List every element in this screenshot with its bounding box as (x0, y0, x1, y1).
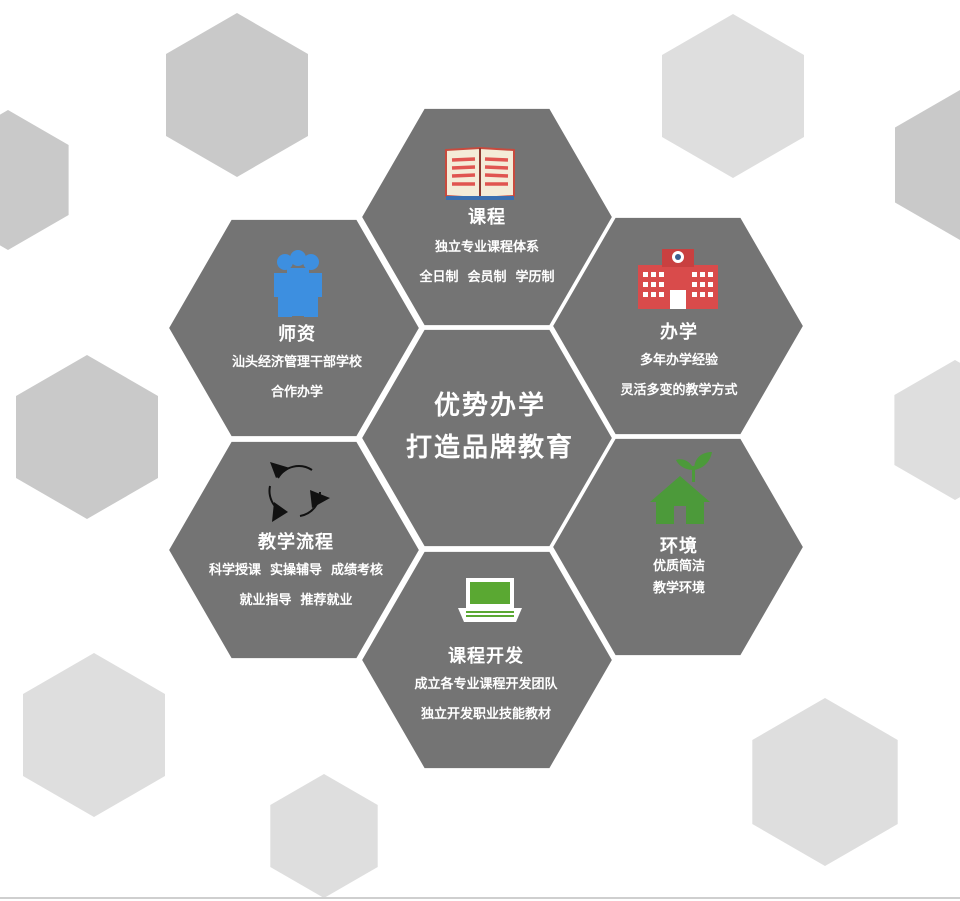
people-icon (274, 250, 322, 317)
school-building-icon (638, 249, 718, 309)
background-hexagons (0, 13, 960, 898)
hex-environment: 环境 优质简洁 教学环境 (653, 532, 705, 600)
hex-title: 教学流程 (257, 532, 334, 553)
hex-curriculum: 课程 独立专业课程体系 全日制 会员制 学历制 (419, 203, 554, 293)
bg-hexagon (166, 13, 308, 177)
hexagon-process (166, 439, 422, 661)
hex-line: 成立各专业课程开发团队 (414, 677, 558, 692)
hex-teachers: 师资 汕头经济管理干部学校 合作办学 (232, 320, 362, 408)
hexagon-development (359, 549, 615, 771)
hex-line: 独立开发职业技能教材 (420, 707, 552, 722)
bg-hexagon (16, 355, 158, 519)
hex-line: 科学授课 实操辅导 成绩考核 (208, 563, 384, 578)
bg-hexagon (270, 774, 378, 898)
hex-process: 教学流程 科学授课 实操辅导 成绩考核 就业指导 推荐就业 (209, 528, 383, 616)
center-line: 优势办学 (433, 391, 547, 421)
hex-school: 办学 多年办学经验 灵活多变的教学方式 (620, 318, 737, 406)
hex-line: 合作办学 (270, 385, 324, 400)
bg-hexagon (894, 360, 960, 500)
center-line: 打造品牌教育 (405, 433, 575, 463)
green-house-icon (650, 452, 712, 524)
bg-hexagon (0, 110, 69, 250)
hexagon-center (359, 327, 615, 549)
hex-title: 环境 (659, 536, 698, 557)
bg-hexagon (662, 14, 804, 178)
bg-hexagon (23, 653, 165, 817)
open-book-icon (445, 146, 515, 200)
hexagon-environment (550, 436, 806, 658)
cycle-arrows-icon (268, 462, 330, 522)
hexagon-curriculum (359, 106, 615, 328)
bg-hexagon (752, 698, 898, 866)
hex-line: 全日制 会员制 学历制 (419, 270, 555, 285)
hexagon-school (550, 215, 806, 437)
hex-line: 独立专业课程体系 (434, 240, 540, 255)
bg-hexagon (895, 90, 960, 240)
hex-line: 就业指导 推荐就业 (239, 593, 353, 608)
hex-line: 多年办学经验 (639, 353, 719, 368)
center-heading: 优势办学 打造品牌教育 (406, 385, 574, 469)
hex-title: 课程开发 (447, 646, 524, 667)
hex-line: 优质简洁 (652, 559, 706, 574)
hex-title: 师资 (277, 324, 316, 345)
laptop-icon (458, 578, 522, 622)
hex-line: 教学环境 (652, 581, 706, 596)
hex-title: 办学 (659, 322, 698, 343)
bottom-divider (0, 897, 960, 899)
hex-title: 课程 (467, 207, 506, 228)
hex-development: 课程开发 成立各专业课程开发团队 独立开发职业技能教材 (414, 642, 557, 730)
hex-line: 灵活多变的教学方式 (620, 383, 738, 398)
main-hexagons (166, 106, 806, 771)
hex-line: 汕头经济管理干部学校 (231, 355, 363, 370)
hexagon-teachers (166, 217, 422, 439)
